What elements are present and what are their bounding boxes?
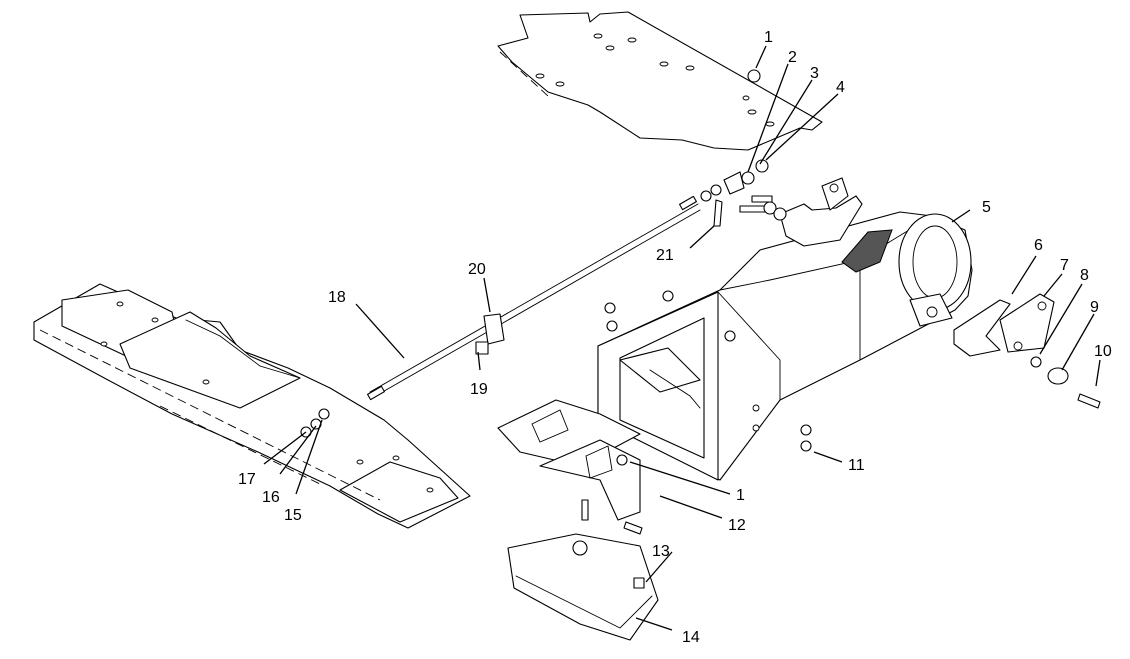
callout-9: 9 xyxy=(1090,299,1099,316)
callout-12: 12 xyxy=(728,517,746,534)
right-brackets xyxy=(779,177,1055,357)
callout-20: 20 xyxy=(468,261,486,278)
upper-plate xyxy=(497,11,823,151)
lower-bracket xyxy=(497,399,641,521)
left-floor-pan xyxy=(33,283,471,529)
callout-19: 19 xyxy=(470,381,488,398)
callout-5: 5 xyxy=(982,199,991,216)
callout-1-lower: 1 xyxy=(736,487,745,504)
hardware xyxy=(300,69,1101,589)
callout-18: 18 xyxy=(328,289,346,306)
callout-1-top: 1 xyxy=(764,29,773,46)
callout-16: 16 xyxy=(262,489,280,506)
callout-2: 2 xyxy=(788,49,797,66)
control-rod xyxy=(367,195,701,401)
callout-17: 17 xyxy=(238,471,256,488)
callout-4: 4 xyxy=(836,79,845,96)
main-housing xyxy=(597,211,973,481)
callout-13: 13 xyxy=(652,543,670,560)
callouts: 1 2 3 4 5 6 7 8 9 10 11 1 12 13 14 15 16… xyxy=(238,29,1112,646)
callout-14: 14 xyxy=(682,629,700,646)
callout-15: 15 xyxy=(284,507,302,524)
leader-lines xyxy=(263,45,1101,631)
callout-11: 11 xyxy=(848,457,865,474)
callout-21: 21 xyxy=(656,247,674,264)
lower-tray xyxy=(507,533,659,641)
callout-3: 3 xyxy=(810,65,819,82)
callout-8: 8 xyxy=(1080,267,1089,284)
callout-7: 7 xyxy=(1060,257,1069,274)
callout-10: 10 xyxy=(1094,343,1112,360)
callout-6: 6 xyxy=(1034,237,1043,254)
